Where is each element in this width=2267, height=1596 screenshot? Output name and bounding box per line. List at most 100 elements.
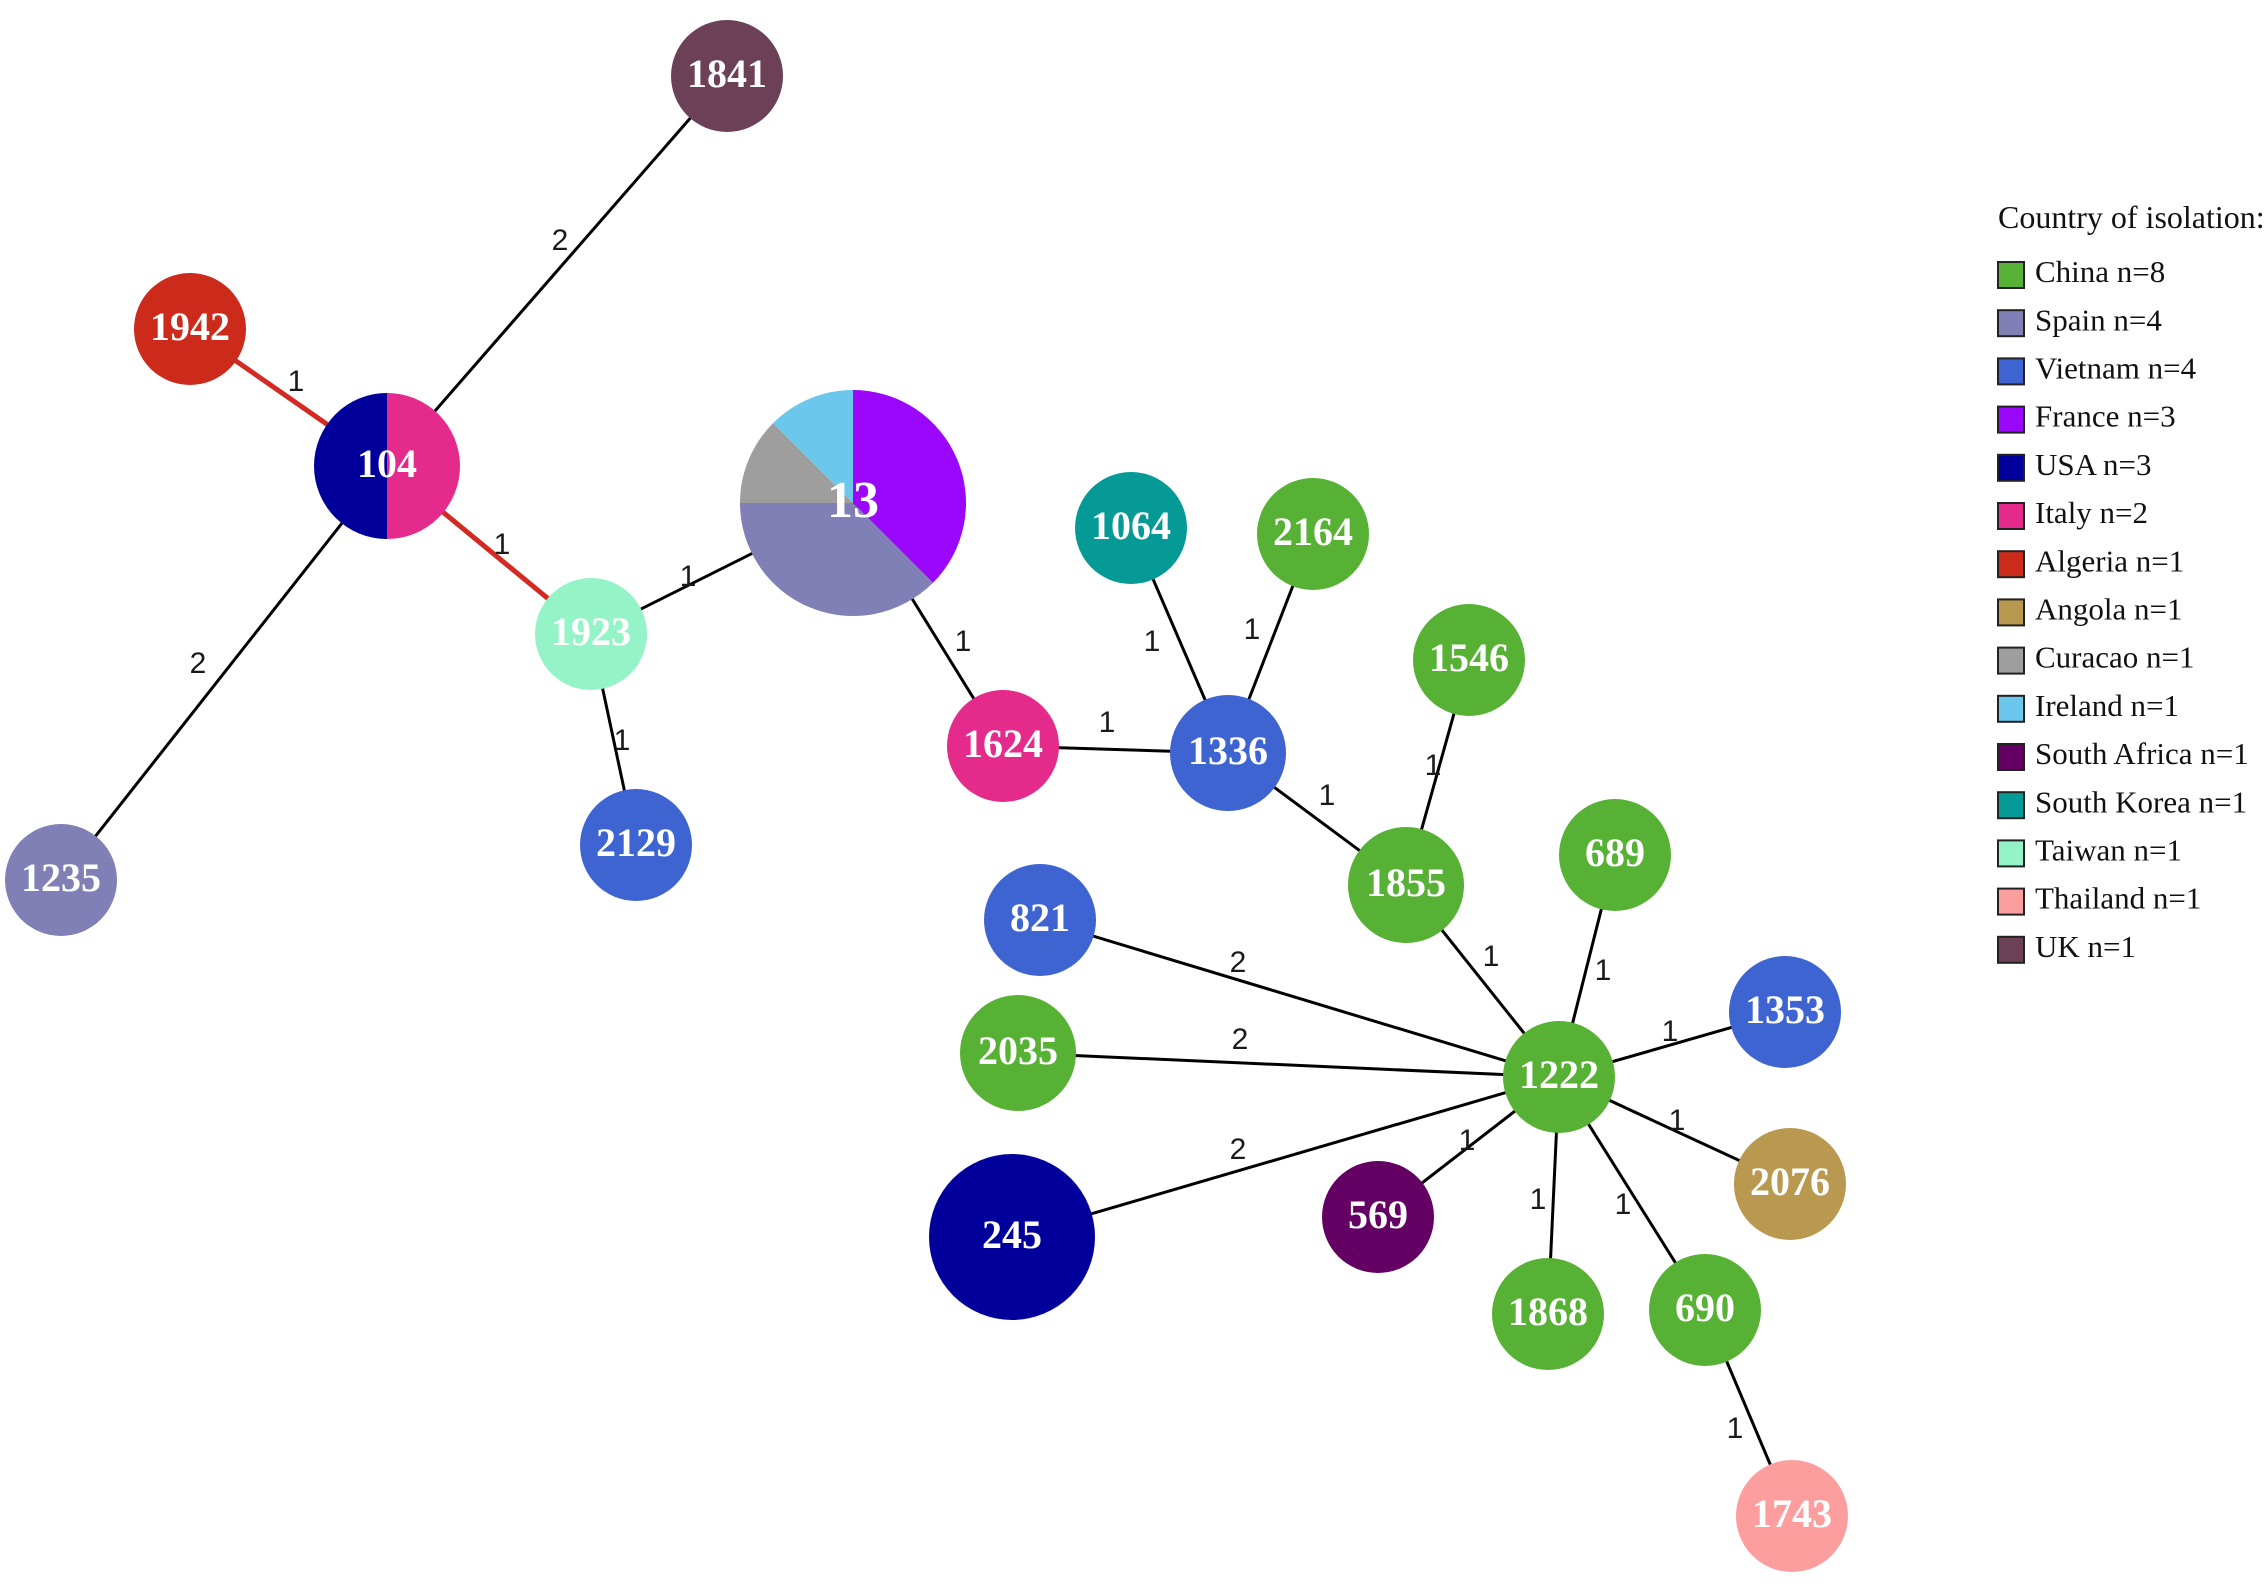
edge-104-1235 — [59, 465, 389, 881]
edge-distance-label: 1 — [1483, 940, 1500, 973]
edge-distance-label: 1 — [288, 365, 305, 398]
edge-distance-label: 2 — [190, 647, 207, 680]
edge-distance-label: 1 — [1144, 625, 1161, 658]
legend-label: Vietnam n=4 — [2035, 351, 2197, 386]
edge-distance-label: 1 — [1662, 1015, 1679, 1048]
edge-distance-label: 2 — [1232, 1023, 1249, 1056]
legend-label: Thailand n=1 — [2035, 881, 2201, 916]
node-13: 13 — [740, 390, 967, 616]
node-label: 569 — [1348, 1192, 1408, 1237]
node-label: 2076 — [1750, 1159, 1830, 1204]
node-label: 1923 — [551, 609, 631, 654]
node-slice — [1413, 604, 1525, 716]
node-1923: 1923 — [535, 578, 647, 690]
legend-label: China n=8 — [2035, 254, 2165, 289]
node-2129: 2129 — [580, 789, 692, 901]
node-label: 1841 — [687, 51, 767, 96]
node-label: 1546 — [1429, 635, 1509, 680]
legend-title: Country of isolation: — [1998, 199, 2265, 235]
node-slice — [671, 20, 783, 132]
node-2164: 2164 — [1257, 478, 1369, 590]
legend-item: Vietnam n=4 — [1997, 351, 2197, 386]
legend-swatch — [1997, 598, 2025, 627]
legend-swatch — [1997, 405, 2025, 434]
legend-item: France n=3 — [1997, 399, 2176, 434]
node-1235: 1235 — [5, 824, 117, 936]
edge-distance-label: 1 — [1459, 1124, 1476, 1157]
legend-swatch — [1997, 935, 2025, 964]
node-slice — [1075, 472, 1187, 584]
edge-distance-label: 1 — [1099, 706, 1116, 739]
edge-distance-label: 1 — [1595, 954, 1612, 987]
node-slice — [1734, 1128, 1846, 1240]
legend-label: Curacao n=1 — [2035, 640, 2195, 675]
node-slice — [773, 390, 853, 503]
legend-item: Angola n=1 — [1997, 592, 2183, 627]
legend-item: China n=8 — [1997, 254, 2165, 289]
legend-label: South Africa n=1 — [2035, 736, 2249, 771]
node-2035: 2035 — [960, 995, 1076, 1111]
node-label: 690 — [1675, 1285, 1735, 1330]
edge-distance-label: 1 — [1669, 1104, 1686, 1137]
legend-label: France n=3 — [2035, 399, 2176, 434]
node-1336: 1336 — [1170, 695, 1286, 811]
node-690: 690 — [1649, 1254, 1761, 1366]
edge-distance-label: 1 — [1530, 1183, 1547, 1216]
legend-swatch — [1997, 791, 2025, 820]
node-label: 689 — [1585, 830, 1645, 875]
legend-swatch — [1997, 309, 2025, 338]
node-slice — [1170, 695, 1286, 811]
node-1868: 1868 — [1492, 1258, 1604, 1370]
node-slice — [1729, 956, 1841, 1068]
node-label: 1624 — [963, 721, 1043, 766]
legend-swatch — [1997, 453, 2025, 482]
legend-label: USA n=3 — [2035, 447, 2152, 482]
edge-1222-2035 — [1017, 1051, 1560, 1079]
legend-item: USA n=3 — [1997, 447, 2152, 482]
node-label: 1868 — [1508, 1289, 1588, 1334]
legend-label: Angola n=1 — [2035, 592, 2183, 627]
legend-swatch — [1997, 694, 2025, 723]
edge-distance-label: 1 — [1727, 1412, 1744, 1445]
edge-distance-label: 1 — [614, 724, 631, 757]
node-245: 245 — [929, 1154, 1095, 1320]
legend-swatch — [1997, 743, 2025, 771]
node-slice — [387, 393, 460, 539]
edge-distance-label: 1 — [1425, 749, 1442, 782]
node-1855: 1855 — [1348, 827, 1464, 943]
node-label: 245 — [982, 1212, 1042, 1257]
node-1064: 1064 — [1075, 472, 1187, 584]
legend-item: South Korea n=1 — [1997, 784, 2247, 820]
edge-1222-821 — [1039, 918, 1560, 1079]
node-slice — [580, 789, 692, 901]
node-569: 569 — [1322, 1161, 1434, 1273]
node-slice — [740, 503, 933, 616]
node-slice — [1503, 1021, 1615, 1133]
node-label: 1743 — [1752, 1491, 1832, 1536]
node-label: 1942 — [150, 304, 230, 349]
legend-item: Thailand n=1 — [1997, 881, 2201, 916]
node-1222: 1222 — [1503, 1021, 1615, 1133]
edge-distance-label: 1 — [680, 560, 697, 593]
edge-distance-label: 1 — [1615, 1188, 1632, 1221]
edge-distance-label: 2 — [552, 224, 569, 257]
legend-label: Taiwan n=1 — [2035, 833, 2182, 868]
node-1743: 1743 — [1736, 1460, 1848, 1572]
edge-distance-label: 1 — [1244, 613, 1261, 646]
edge-distance-label: 1 — [1319, 779, 1336, 812]
legend-swatch — [1997, 839, 2025, 868]
node-slice — [1736, 1460, 1848, 1572]
node-label: 821 — [1010, 895, 1070, 940]
legend-swatch — [1997, 550, 2025, 579]
legend-label: South Korea n=1 — [2035, 784, 2247, 819]
node-821: 821 — [984, 864, 1096, 976]
legend-item: Curacao n=1 — [1997, 640, 2195, 675]
legend-item: Ireland n=1 — [1997, 688, 2179, 723]
node-slice — [1559, 799, 1671, 911]
edge-distance-label: 2 — [1230, 1133, 1247, 1166]
node-label: 1336 — [1188, 728, 1268, 773]
node-label: 104 — [357, 441, 417, 486]
